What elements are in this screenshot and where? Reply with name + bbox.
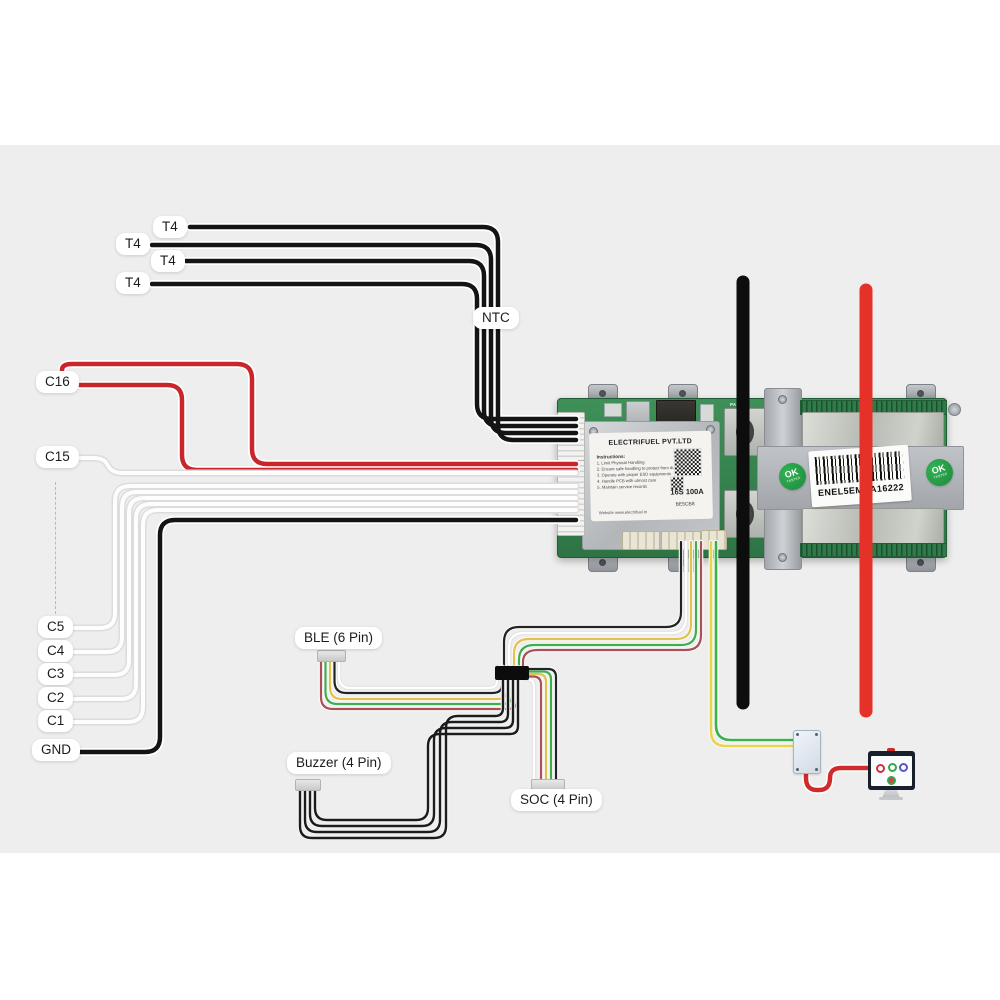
label-t4-4: T4 <box>116 272 150 294</box>
harness-tape-junction <box>495 666 529 680</box>
label-c4: C4 <box>38 640 74 662</box>
screw-hole <box>599 390 606 397</box>
monitor-top-indicator <box>887 748 895 753</box>
cell-contact-strip-top <box>800 400 947 415</box>
display-link-wires <box>708 539 797 749</box>
label-ntc: NTC <box>473 307 519 329</box>
label-c2: C2 <box>38 687 74 709</box>
cell-contact-strip-bottom <box>800 543 947 557</box>
red-indicator-ring <box>876 764 885 773</box>
label-ble: BLE (6 Pin) <box>295 627 383 649</box>
monitor-screen <box>871 756 912 786</box>
screw-hole <box>679 390 686 397</box>
green-indicator-ring <box>888 763 897 772</box>
bracket-screw <box>778 553 787 562</box>
buzzer-connector <box>295 779 321 791</box>
bracket-screw <box>778 395 787 404</box>
monitor-red-wire <box>802 764 874 794</box>
c16-wires <box>58 360 580 474</box>
screw-hole <box>917 559 924 566</box>
label-c1: C1 <box>38 710 74 732</box>
omitted-cells-dashed-line <box>55 482 56 614</box>
label-gnd: GND <box>32 739 80 761</box>
gnd-wire <box>74 516 580 756</box>
label-t4-2: T4 <box>116 233 150 255</box>
buzzer-wires <box>297 664 521 841</box>
label-c3: C3 <box>38 663 74 685</box>
board-connector <box>622 531 660 550</box>
board-connector <box>701 530 727 550</box>
loose-screw <box>948 403 961 416</box>
soc-display-monitor <box>868 751 915 790</box>
label-buzzer: Buzzer (4 Pin) <box>287 752 391 774</box>
pcb-component <box>604 403 622 417</box>
screw-hole <box>917 390 924 397</box>
soc-indicator-ring <box>887 776 896 785</box>
soc-wires <box>523 666 559 783</box>
ble-connector <box>317 650 346 662</box>
t4-ntc-wires <box>148 223 580 444</box>
comm-module-box <box>793 730 821 774</box>
comm-bundle-wires <box>501 539 704 671</box>
label-t4-3: T4 <box>151 250 185 272</box>
label-c16: C16 <box>36 371 79 393</box>
blue-indicator-ring <box>899 763 908 772</box>
label-c5: C5 <box>38 616 74 638</box>
label-soc: SOC (4 Pin) <box>511 789 602 811</box>
label-t4-1: T4 <box>153 216 187 238</box>
monitor-stand-base <box>879 797 903 800</box>
screw-hole <box>599 559 606 566</box>
busbar-bottom <box>802 508 944 546</box>
label-c15: C15 <box>36 446 79 468</box>
monitor-stand <box>882 790 900 798</box>
ble-wires <box>318 655 520 712</box>
cell-sense-wires <box>70 454 580 726</box>
